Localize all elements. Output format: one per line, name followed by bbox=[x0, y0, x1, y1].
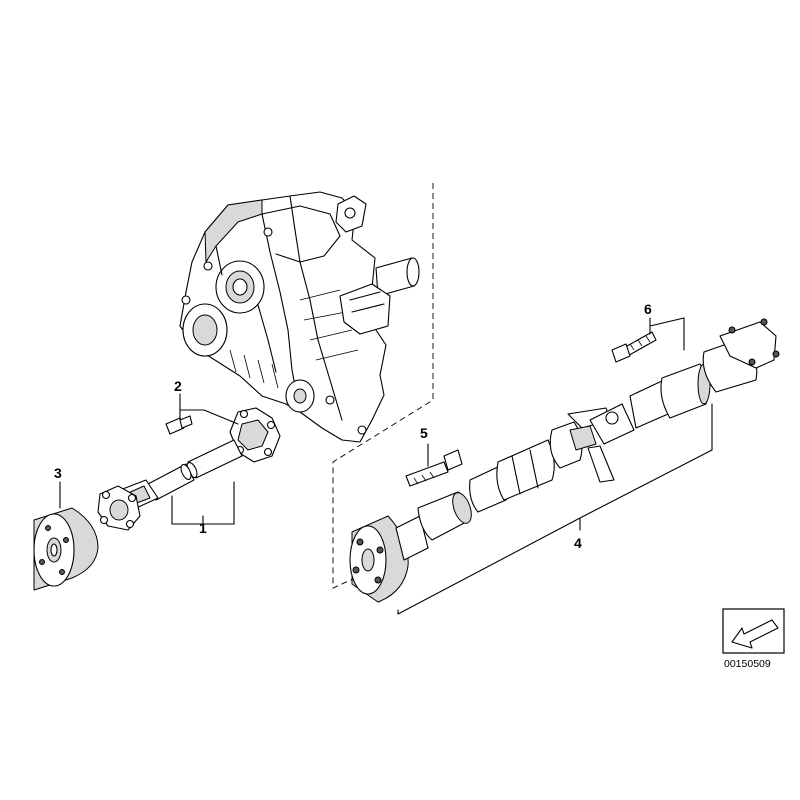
flexible-disc-part-3 bbox=[33, 507, 99, 591]
orientation-arrow-box bbox=[722, 608, 785, 654]
callout-2: 2 bbox=[174, 378, 182, 394]
rear-propeller-shaft bbox=[349, 318, 780, 603]
callout-3: 3 bbox=[54, 465, 62, 481]
bolt-part-2 bbox=[165, 415, 193, 435]
callout-4: 4 bbox=[574, 535, 582, 551]
transfer-case bbox=[179, 191, 420, 443]
part-2-leader bbox=[179, 393, 239, 425]
arrow-icon bbox=[731, 619, 779, 649]
diagram-code: 00150509 bbox=[724, 658, 771, 670]
callout-6: 6 bbox=[644, 301, 652, 317]
callout-1: 1 bbox=[199, 520, 207, 536]
front-propeller-shaft bbox=[97, 407, 281, 531]
callout-5: 5 bbox=[420, 425, 428, 441]
bolt-part-5 bbox=[405, 449, 463, 487]
part-6-leader bbox=[649, 317, 685, 351]
bolt-part-6 bbox=[611, 331, 657, 363]
